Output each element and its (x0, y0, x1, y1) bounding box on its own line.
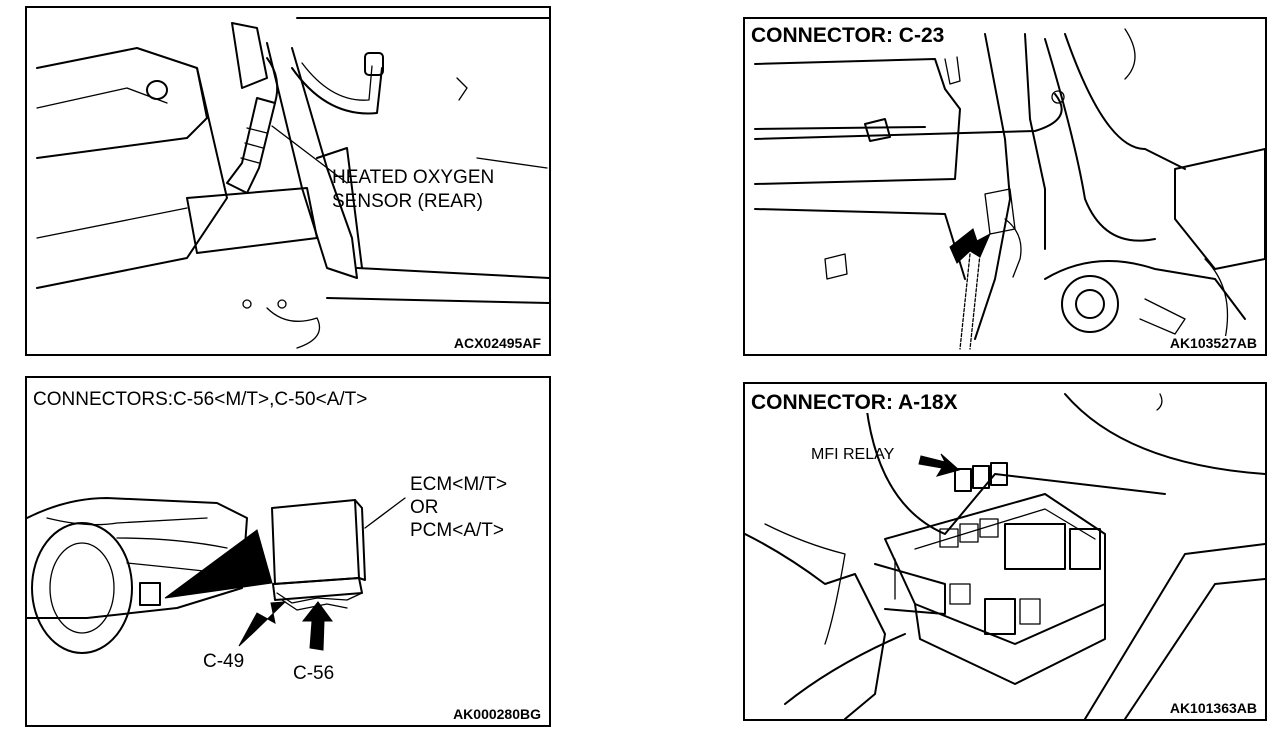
connector-c23-illustration (754, 28, 1265, 350)
ecm-label-line2: OR (410, 497, 439, 518)
connector-c49-label: C-49 (203, 651, 245, 672)
ecm-pcm-illustration (27, 497, 406, 654)
connector-a18x-header: CONNECTOR: A-18X (749, 391, 960, 414)
figure-code: AK103527AB (1167, 335, 1259, 351)
panel-connectors-c56-c50: CONNECTORS:C-56<M/T>,C-50<A/T> ECM<M/T> … (25, 376, 551, 727)
oxygen-sensor-label-line1: HEATED OXYGEN (332, 167, 495, 188)
ecm-label-line1: ECM<M/T> (410, 474, 508, 495)
figure-code: AK101363AB (1167, 700, 1259, 716)
oxygen-sensor-label-line2: SENSOR (REAR) (332, 191, 483, 212)
connectors-header: CONNECTORS:C-56<M/T>,C-50<A/T> (31, 389, 370, 410)
connector-c23-header: CONNECTOR: C-23 (749, 24, 947, 47)
figure-code: AK000280BG (451, 706, 543, 722)
ecm-label-line3: PCM<A/T> (410, 520, 504, 541)
panel-heated-oxygen-sensor: HEATED OXYGEN SENSOR (REAR) ACX02495AF (25, 6, 551, 356)
panel-connector-c23: CONNECTOR: C-23 AK103527AB (743, 17, 1267, 356)
connector-c56-label: C-56 (293, 663, 335, 684)
figure-code: ACX02495AF (451, 335, 543, 351)
panel-connector-a18x: CONNECTOR: A-18X MFI RELAY AK101363AB (743, 382, 1267, 721)
oxygen-sensor-illustration (36, 17, 549, 349)
mfi-relay-label: MFI RELAY (811, 446, 895, 463)
connector-a18x-illustration (745, 393, 1265, 719)
